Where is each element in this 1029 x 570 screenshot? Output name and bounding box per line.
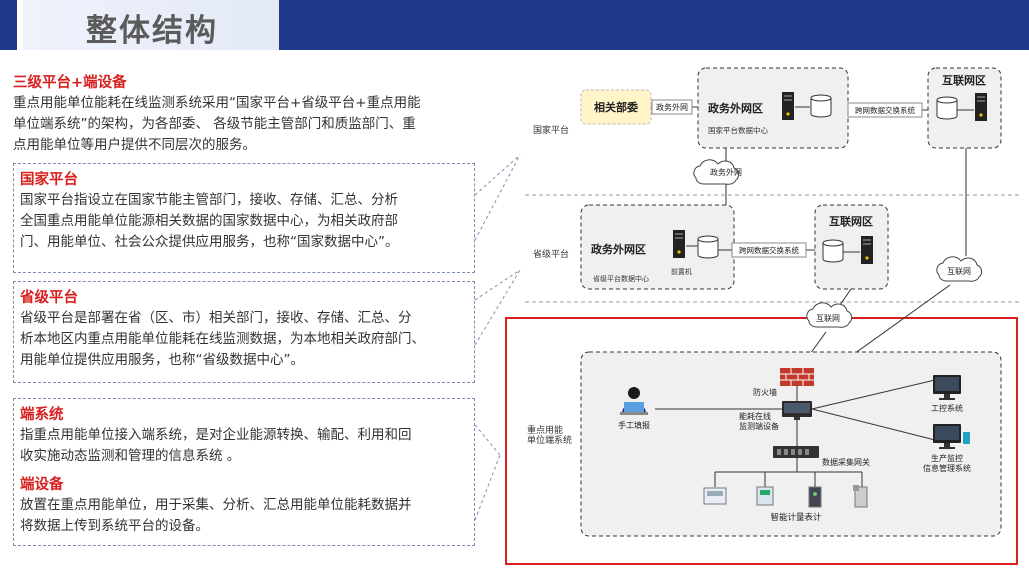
manual-input-label: 手工填报 — [618, 420, 650, 430]
header-left-block — [0, 0, 17, 50]
national-box — [13, 163, 475, 273]
link-line — [811, 379, 936, 410]
intro-body: 重点用能单位能耗在线监测系统采用“国家平台+省级平台+重点用能 单位端系统”的架… — [13, 93, 483, 156]
header-title-background — [23, 0, 279, 50]
enddev-section: 端设备 放置在重点用能单位，用于采集、分析、汇总用能单位能耗数据并 将数据上传到… — [20, 475, 475, 537]
provincial-box — [13, 281, 475, 383]
meter-icon — [853, 485, 868, 508]
related-dept-box — [580, 89, 652, 125]
monitor-device-icon — [782, 401, 812, 420]
national-dc-label: 国家平台数据中心 — [708, 125, 768, 135]
national-line: 国家平台指设立在国家节能主管部门，接收、存储、汇总、分析 — [20, 192, 398, 208]
endsys-section: 端系统 指重点用能单位接入端系统，是对企业能源转换、输配、利用和回 收实施动态监… — [20, 405, 475, 467]
provincial-pointer — [474, 269, 521, 346]
enddev-body: 放置在重点用能单位，用于采集、分析、汇总用能单位能耗数据并 将数据上传到系统平台… — [20, 495, 475, 537]
server-icon — [782, 92, 794, 120]
enddev-line: 将数据上传到系统平台的设备。 — [20, 518, 209, 534]
endsys-body: 指重点用能单位接入端系统，是对企业能源转换、输配、利用和回 收实施动态监测和管理… — [20, 425, 475, 467]
row-unit-label: 重点用能单位端系统 — [527, 424, 572, 446]
database-icon — [822, 239, 844, 263]
label-line: 信息管理系统 — [923, 463, 971, 473]
provincial-line: 用能单位提供应用服务，也称“省级数据中心”。 — [20, 352, 304, 368]
row-national-label: 国家平台 — [533, 124, 569, 136]
firewall-icon — [780, 368, 814, 386]
phone-icon — [963, 432, 970, 444]
gateway-icon — [773, 446, 819, 458]
cross-exchange-label: 跨网数据交换系统 — [855, 105, 915, 115]
enddev-line: 放置在重点用能单位，用于采集、分析、汇总用能单位能耗数据并 — [20, 497, 412, 513]
provincial-line: 析本地区内重点用能单位能耗在线监测数据，为本地相关政府部门、 — [20, 331, 425, 347]
link-line — [839, 288, 852, 306]
monitor-device-label: 能耗在线监测端设备 — [739, 411, 779, 431]
header-bar — [279, 0, 1029, 50]
internet-cloud-label: 互联网 — [947, 267, 971, 276]
row-provincial-label: 省级平台 — [533, 248, 569, 260]
meter-icon — [703, 487, 727, 505]
national-gov-zone-label: 政务外网区 — [708, 101, 763, 115]
label-line: 监测端设备 — [739, 421, 779, 431]
meter-icon — [756, 486, 774, 506]
database-icon — [810, 94, 832, 118]
link-line — [811, 408, 936, 441]
gov-ext-tag — [651, 99, 693, 115]
national-line: 全国重点用能单位能源相关数据的国家数据中心，为相关政府部 — [20, 213, 398, 229]
intro-line: 重点用能单位能耗在线监测系统采用“国家平台+省级平台+重点用能 — [13, 95, 421, 111]
national-title: 国家平台 — [20, 172, 78, 188]
server-icon — [673, 230, 685, 258]
page-title: 整体结构 — [86, 13, 218, 49]
meters-label: 智能计量表计 — [770, 512, 822, 523]
national-pointer — [474, 154, 521, 241]
endsys-line: 收实施动态监测和管理的信息系统 。 — [20, 448, 241, 464]
meter-icon — [808, 486, 822, 508]
related-dept-label: 相关部委 — [594, 100, 639, 114]
server-icon — [975, 93, 987, 121]
unit-red-frame — [505, 317, 1018, 565]
enddev-title: 端设备 — [20, 477, 64, 493]
provincial-internet-zone — [814, 204, 889, 290]
provincial-section: 省级平台 省级平台是部署在省（区、市）相关部门，接收、存储、汇总、分 析本地区内… — [20, 288, 475, 371]
national-internet-zone — [927, 67, 1002, 149]
gateway-label: 数据采集网关 — [822, 457, 870, 467]
intro-section: 三级平台+端设备 重点用能单位能耗在线监测系统采用“国家平台+省级平台+重点用能… — [13, 73, 483, 156]
end-pointer — [474, 424, 501, 456]
national-section: 国家平台 国家平台指设立在国家节能主管部门，接收、存储、汇总、分析 全国重点用能… — [20, 170, 475, 253]
unit-zone — [580, 351, 1002, 537]
national-pointer — [474, 154, 521, 196]
endsys-line: 指重点用能单位接入端系统，是对企业能源转换、输配、利用和回 — [20, 427, 412, 443]
national-body: 国家平台指设立在国家节能主管部门，接收、存储、汇总、分析 全国重点用能单位能源相… — [20, 190, 475, 253]
database-icon — [697, 235, 719, 259]
provincial-title: 省级平台 — [20, 290, 78, 306]
end-pointer — [474, 454, 501, 521]
gov-ext-tag-label: 政务外网 — [656, 102, 688, 112]
endsys-title: 端系统 — [20, 407, 64, 423]
intro-line: 点用能单位等用户提供不同层次的服务。 — [13, 137, 256, 153]
provincial-gov-zone-label: 政务外网区 — [591, 242, 646, 256]
manual-input-person-icon — [620, 387, 648, 415]
cross-exchange-tag — [847, 102, 923, 118]
provincial-body: 省级平台是部署在省（区、市）相关部门，接收、存储、汇总、分 析本地区内重点用能单… — [20, 308, 475, 371]
cross-exchange-label: 跨网数据交换系统 — [739, 245, 799, 255]
internet-cloud-label: 互联网 — [816, 314, 840, 323]
production-system-label: 生产监控信息管理系统 — [923, 453, 971, 473]
front-machine-label: 前置机 — [671, 267, 692, 276]
cross-exchange-tag — [731, 242, 807, 258]
label-line: 单位端系统 — [527, 434, 572, 446]
header-gap — [17, 0, 23, 50]
provincial-pointer — [474, 269, 521, 301]
provincial-internet-zone-label: 互联网区 — [829, 214, 873, 228]
national-line: 门、用能单位、社会公众提供应用服务，也称“国家数据中心”。 — [20, 234, 399, 250]
provincial-line: 省级平台是部署在省（区、市）相关部门，接收、存储、汇总、分 — [20, 310, 412, 326]
database-icon — [936, 96, 958, 120]
national-internet-zone-label: 互联网区 — [942, 73, 986, 87]
gov-ext-cloud-label: 政务外网 — [710, 167, 742, 177]
control-system-label: 工控系统 — [931, 403, 963, 413]
intro-title: 三级平台+端设备 — [13, 75, 127, 91]
intro-line: 单位端系统”的架构，为各部委、 各级节能主管部门和质监部门、重 — [13, 116, 416, 132]
provincial-dc-label: 省级平台数据中心 — [593, 274, 649, 283]
server-icon — [861, 236, 873, 264]
firewall-label: 防火墙 — [753, 387, 777, 397]
end-box — [13, 398, 475, 546]
